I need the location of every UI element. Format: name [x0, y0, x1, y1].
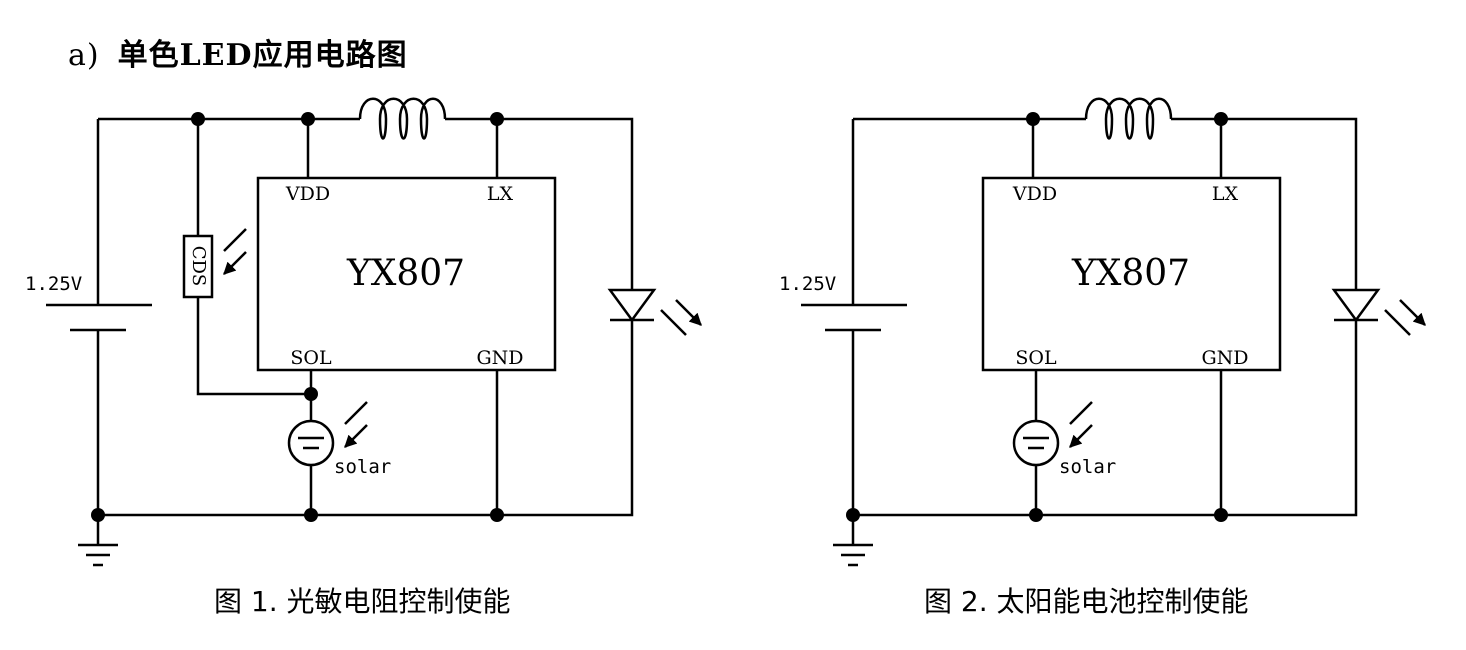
- pin-lx: LX: [487, 183, 514, 205]
- top-wire: [96, 117, 634, 517]
- section-label: a): [68, 38, 100, 73]
- ground-icon: [78, 515, 118, 567]
- battery-icon: [801, 303, 907, 332]
- top-wire: [851, 117, 1358, 517]
- figure-2-caption: 图 2. 太阳能电池控制使能: [924, 585, 1249, 618]
- junction-dots: [846, 112, 1228, 522]
- pin-gnd: GND: [476, 347, 523, 369]
- solar-label: solar: [1059, 456, 1116, 478]
- battery-voltage: 1.25V: [779, 273, 836, 295]
- led-icon: [607, 288, 657, 323]
- chip-label: YX807: [1071, 253, 1190, 294]
- cds-label: CDS: [188, 246, 209, 287]
- inductor-icon: [1084, 97, 1173, 140]
- chip-label: YX807: [346, 253, 465, 294]
- pin-vdd: VDD: [1012, 183, 1057, 205]
- figure-1-caption: 图 1. 光敏电阻控制使能: [214, 585, 511, 618]
- circuit-2: YX807 VDD LX SOL GND 1.25V solar: [779, 97, 1425, 567]
- battery-icon: [46, 303, 152, 332]
- section-heading: a) 单色LED应用电路图: [68, 30, 408, 74]
- solar-light-arrows-icon: [345, 401, 368, 447]
- pin-vdd: VDD: [285, 183, 330, 205]
- led-light-arrows-icon: [1384, 299, 1425, 335]
- pin-gnd: GND: [1201, 347, 1248, 369]
- solar-cell-icon: [1012, 419, 1060, 467]
- pin-sol: SOL: [1015, 347, 1057, 369]
- solar-label: solar: [334, 456, 391, 478]
- junction-dots: [91, 112, 504, 522]
- chip-box: [981, 176, 1282, 372]
- led-light-arrows-icon: [660, 299, 701, 335]
- inductor-icon: [358, 97, 447, 140]
- pin-lx: LX: [1212, 183, 1239, 205]
- pin-sol: SOL: [290, 347, 332, 369]
- circuit-1: YX807 VDD LX SOL GND 1.25V CDS solar: [25, 97, 701, 567]
- led-icon: [1331, 288, 1381, 323]
- ground-icon: [833, 515, 873, 567]
- battery-voltage: 1.25V: [25, 273, 82, 295]
- section-title: 单色LED应用电路图: [117, 38, 408, 73]
- solar-light-arrows-icon: [1070, 401, 1093, 447]
- light-in-arrows-icon: [224, 228, 247, 274]
- chip-box: [256, 176, 557, 372]
- solar-cell-icon: [287, 419, 335, 467]
